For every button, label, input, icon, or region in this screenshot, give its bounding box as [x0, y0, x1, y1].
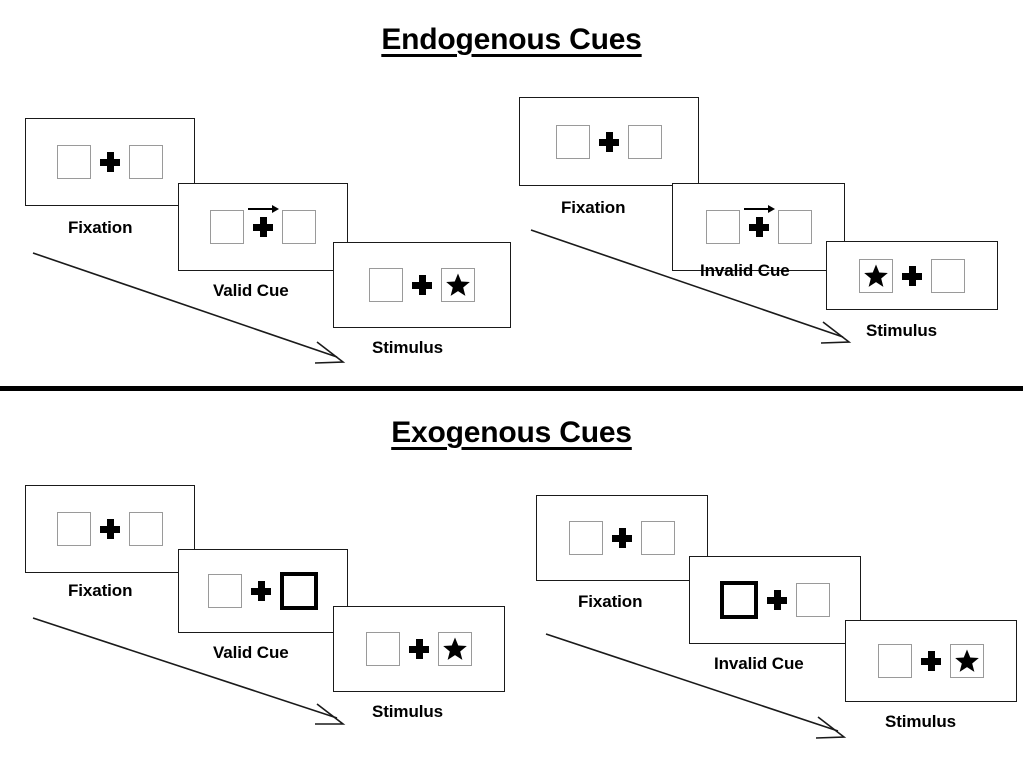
section-title-exogenous: Exogenous Cues	[391, 416, 632, 449]
caption-valid-cue-exogenous: Valid Cue	[213, 643, 289, 662]
panel-stimulus-exogenous-invalid	[845, 620, 1017, 702]
star-icon	[864, 264, 888, 287]
arrow-right-icon	[248, 205, 279, 213]
caption-stimulus-endogenous-valid: Stimulus	[372, 338, 443, 357]
plus-icon	[100, 152, 120, 172]
placeholder-box-left	[57, 512, 91, 546]
placeholder-box-right	[931, 258, 965, 293]
placeholder-box-left	[210, 210, 244, 244]
caption-invalid-cue-endogenous: Invalid Cue	[700, 261, 790, 280]
cue-box-right	[280, 572, 318, 610]
star-icon	[443, 637, 467, 660]
caption-stimulus-exogenous-invalid: Stimulus	[885, 712, 956, 731]
plus-icon	[248, 205, 279, 237]
placeholder-box-right	[282, 210, 316, 244]
placeholder-box-left	[57, 145, 91, 179]
caption-stimulus-exogenous-valid: Stimulus	[372, 702, 443, 721]
caption-fixation-exogenous-valid: Fixation	[68, 581, 133, 600]
placeholder-box-left	[208, 574, 242, 608]
panel-fixation-exogenous-invalid	[536, 495, 708, 581]
panel-invalid-cue-exogenous	[689, 556, 861, 644]
caption-fixation-endogenous-valid: Fixation	[68, 218, 133, 237]
target-box-right	[950, 644, 984, 678]
placeholder-box-left	[569, 521, 603, 555]
placeholder-box-right	[628, 124, 662, 159]
plus-icon	[599, 131, 619, 152]
placeholder-box-left	[369, 268, 403, 302]
panel-invalid-cue-endogenous	[672, 183, 845, 271]
target-box-right	[438, 632, 472, 666]
placeholder-box-left	[366, 632, 400, 666]
plus-icon	[902, 265, 922, 286]
panel-valid-cue-endogenous	[178, 183, 348, 271]
plus-icon	[612, 528, 632, 548]
plus-icon	[412, 275, 432, 295]
section-title-endogenous: Endogenous Cues	[381, 23, 642, 56]
caption-stimulus-endogenous-invalid: Stimulus	[866, 321, 937, 340]
placeholder-box-right	[641, 521, 675, 555]
plus-icon	[921, 651, 941, 671]
placeholder-box-right	[796, 583, 830, 617]
panel-fixation-exogenous-valid	[25, 485, 195, 573]
placeholder-box-left	[556, 124, 590, 159]
arrow-right-icon	[743, 205, 775, 213]
placeholder-box-right	[777, 210, 812, 244]
target-box-left	[859, 258, 893, 293]
placeholder-box-right	[129, 512, 163, 546]
panel-stimulus-exogenous-valid	[333, 606, 505, 692]
placeholder-box-right	[129, 145, 163, 179]
panel-valid-cue-exogenous	[178, 549, 348, 633]
target-box-right	[441, 268, 475, 302]
panel-fixation-endogenous-valid	[25, 118, 195, 206]
plus-icon	[100, 519, 120, 539]
panel-stimulus-endogenous-invalid	[826, 241, 998, 310]
caption-fixation-exogenous-invalid: Fixation	[578, 592, 643, 611]
panel-fixation-endogenous-invalid	[519, 97, 699, 186]
section-divider	[0, 386, 1023, 391]
caption-fixation-endogenous-invalid: Fixation	[561, 198, 626, 217]
plus-icon	[743, 205, 775, 237]
plus-icon	[767, 590, 787, 610]
caption-invalid-cue-exogenous: Invalid Cue	[714, 654, 804, 673]
plus-icon	[409, 639, 429, 659]
panel-stimulus-endogenous-valid	[333, 242, 511, 328]
placeholder-box-left	[705, 210, 740, 244]
caption-valid-cue-endogenous: Valid Cue	[213, 281, 289, 300]
star-icon	[446, 273, 470, 296]
plus-icon	[251, 581, 271, 601]
diagonal-arrow-icon-exogenous-invalid	[545, 633, 847, 739]
placeholder-box-left	[878, 644, 912, 678]
cue-box-left	[720, 581, 758, 619]
star-icon	[955, 649, 979, 672]
